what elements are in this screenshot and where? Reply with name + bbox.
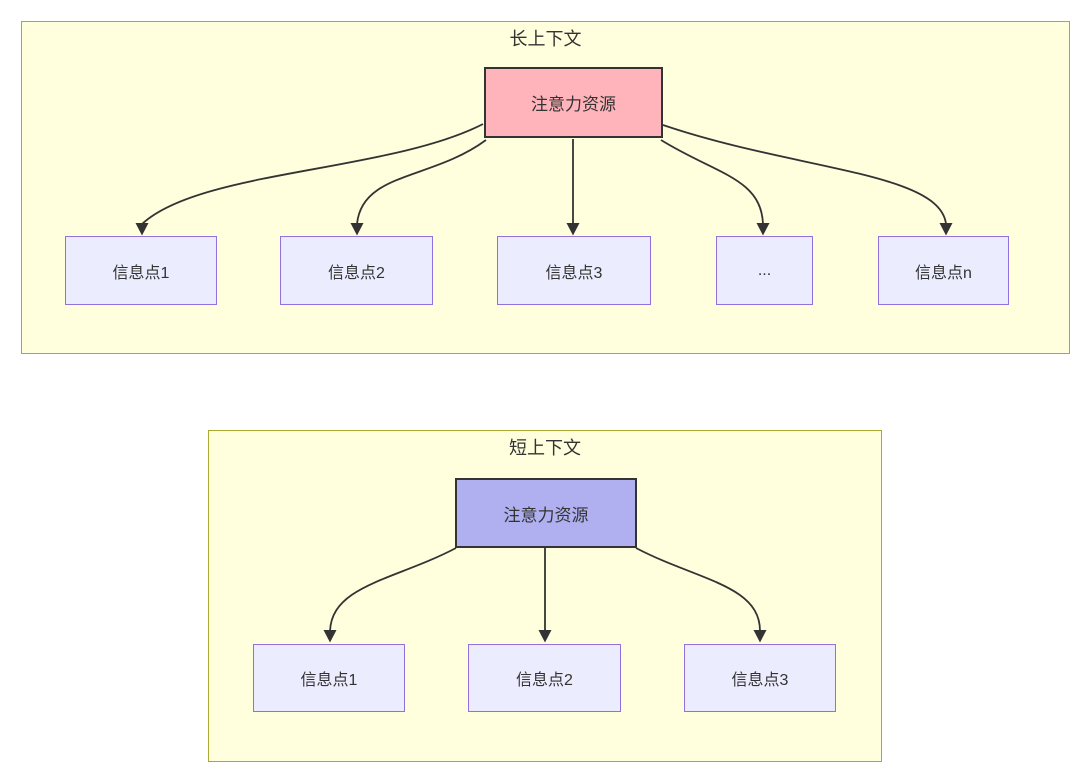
arrowhead-long-info1 [135, 223, 149, 236]
short-attention-node: 注意力资源 [455, 478, 637, 548]
arrowhead-short-info1 [323, 630, 337, 643]
edge-short-attention-to-info1 [329, 547, 457, 632]
arrowhead-long-dots [756, 223, 770, 236]
long-context-title: 长上下文 [509, 29, 582, 49]
short-info-node-2: 信息点2 [468, 644, 621, 712]
long-attention-node: 注意力资源 [484, 67, 663, 138]
arrowhead-long-info3 [566, 223, 580, 236]
edge-long-attention-to-info1 [141, 123, 484, 225]
edge-long-attention-to-infon [662, 124, 947, 225]
short-context-title: 短上下文 [509, 438, 581, 458]
edge-long-attention-to-info2 [356, 139, 487, 225]
arrowhead-long-infon [939, 223, 953, 236]
short-info-node-3: 信息点3 [684, 644, 836, 712]
short-info-node-1: 信息点1 [253, 644, 405, 712]
long-info-node-2: 信息点2 [280, 236, 433, 305]
long-info-node-1: 信息点1 [65, 236, 217, 305]
long-info-node-n: 信息点n [878, 236, 1009, 305]
arrowhead-long-info2 [350, 223, 364, 236]
arrowhead-short-info3 [753, 630, 767, 643]
arrowhead-short-info2 [538, 630, 552, 643]
edge-short-attention-to-info3 [635, 547, 761, 632]
long-info-node-3: 信息点3 [497, 236, 651, 305]
long-info-node-dots: ... [716, 236, 813, 305]
edge-long-attention-to-dots [660, 139, 764, 225]
